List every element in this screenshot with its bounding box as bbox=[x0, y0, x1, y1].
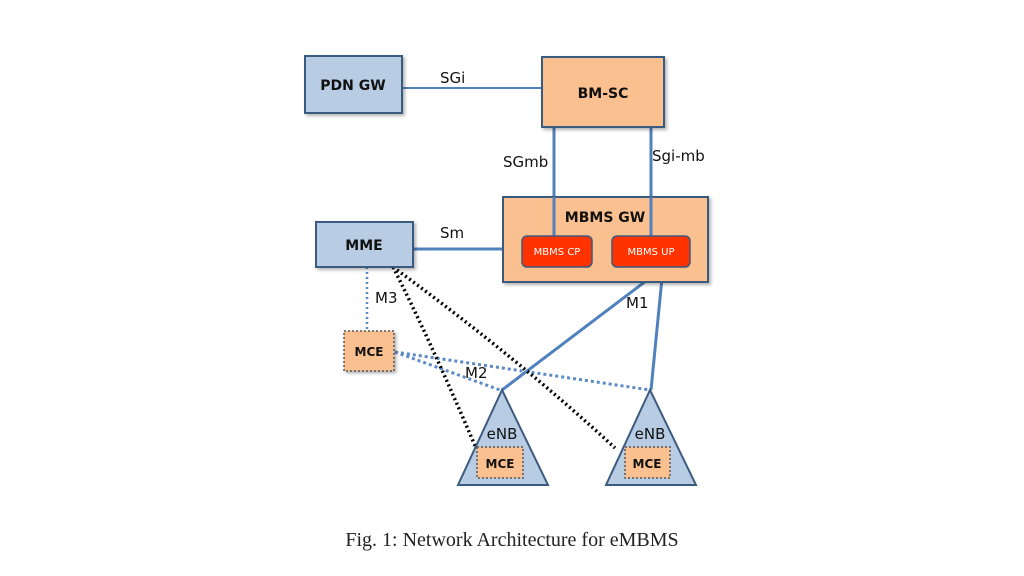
node-mbms-up: MBMS UP bbox=[611, 235, 691, 268]
node-pdn-gw: PDN GW bbox=[304, 55, 403, 114]
edge-m1-right bbox=[649, 267, 665, 391]
label-m1: M1 bbox=[626, 294, 649, 312]
enb-right-label: eNB bbox=[635, 425, 666, 443]
mme-label: MME bbox=[345, 238, 382, 254]
mbms-up-label: MBMS UP bbox=[628, 247, 675, 258]
enb-left-mce-box bbox=[476, 446, 524, 479]
mce-standalone-label: MCE bbox=[355, 345, 384, 359]
enb-right-mce-label: MCE bbox=[633, 457, 662, 471]
mbms-cp-label: MBMS CP bbox=[534, 247, 581, 258]
enb-right-mce-box bbox=[624, 446, 671, 479]
enb-left-mce-label: MCE bbox=[486, 457, 515, 471]
label-m2: M2 bbox=[465, 364, 488, 382]
edge-mme-enb-right bbox=[391, 265, 617, 450]
edge-m1-left bbox=[501, 266, 664, 392]
label-sgmb: SGmb bbox=[503, 153, 548, 171]
node-mce-standalone: MCE bbox=[343, 330, 395, 372]
bm-sc-label: BM-SC bbox=[578, 86, 629, 102]
node-mme: MME bbox=[315, 221, 414, 268]
edge-mme-enb-left bbox=[391, 266, 478, 449]
label-m3: M3 bbox=[375, 289, 398, 307]
edge-m2-left bbox=[394, 350, 501, 392]
label-sgi: SGi bbox=[440, 69, 465, 87]
label-sm: Sm bbox=[440, 224, 464, 242]
figure-caption: Fig. 1: Network Architecture for eMBMS bbox=[345, 529, 679, 551]
node-enb-left: eNB MCE bbox=[456, 387, 550, 486]
enb-left-label: eNB bbox=[487, 425, 518, 443]
edge-m2-right bbox=[394, 350, 651, 392]
node-enb-right: eNB MCE bbox=[604, 387, 698, 486]
mbms-gw-label: MBMS GW bbox=[565, 210, 645, 226]
node-bm-sc: BM-SC bbox=[541, 56, 665, 128]
pdn-gw-label: PDN GW bbox=[320, 78, 385, 94]
label-sgi-mb: Sgi-mb bbox=[652, 147, 705, 165]
node-mbms-cp: MBMS CP bbox=[521, 235, 593, 268]
